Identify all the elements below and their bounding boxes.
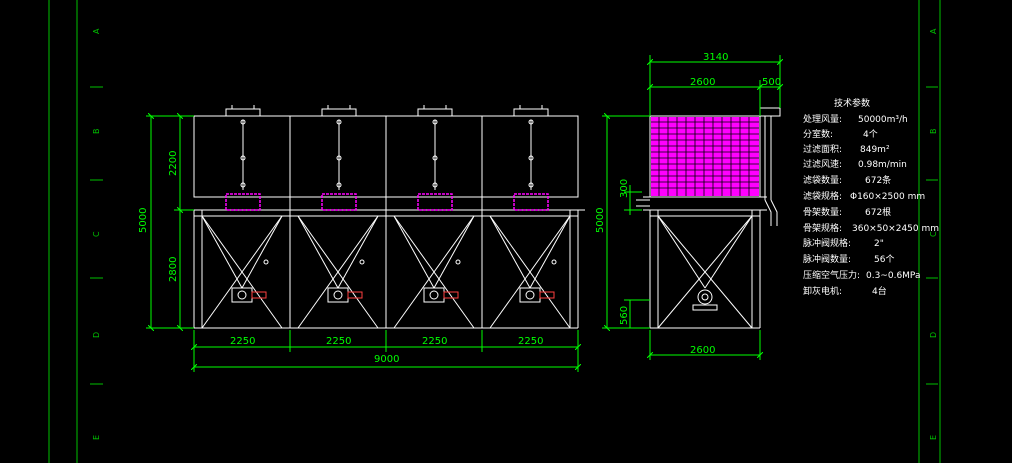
param-value: 0.98m/min	[858, 160, 907, 170]
param-label: 脉冲阀规格:	[803, 237, 851, 249]
dim-side-inlet: 300	[619, 179, 630, 198]
row-letter-a-left: A	[92, 28, 101, 34]
dim-front-total-width: 9000	[374, 354, 399, 365]
dim-front-lower: 2800	[168, 257, 179, 282]
param-label: 压缩空气压力:	[803, 269, 860, 281]
dim-side-top-side: 500	[762, 77, 781, 88]
param-value: Φ160×2500 mm	[850, 192, 925, 202]
dim-side-outlet: 560	[619, 306, 630, 325]
dim-front-upper: 2200	[168, 151, 179, 176]
param-value: 360×50×2450 mm	[852, 224, 939, 234]
row-letter-a-right: A	[929, 28, 938, 34]
frame-row-letters-right: A B C D E	[929, 28, 938, 440]
param-label: 滤袋数量:	[803, 174, 842, 186]
param-label: 分室数:	[803, 128, 833, 140]
dim-side-top-main: 2600	[690, 77, 715, 88]
param-label: 骨架数量:	[803, 206, 842, 218]
param-label: 滤袋规格:	[803, 190, 842, 202]
param-label: 脉冲阀数量:	[803, 253, 851, 265]
dim-side-total-height: 5000	[595, 208, 606, 233]
front-discharge-valves	[231, 259, 557, 303]
frame-row-letters-left: A B C D E	[92, 28, 101, 440]
front-hoppers	[201, 215, 571, 329]
param-value: 672条	[865, 174, 891, 186]
dim-side-top-total: 3140	[703, 52, 728, 63]
row-letter-b-left: B	[92, 129, 101, 135]
param-label: 过滤面积:	[803, 143, 842, 155]
dim-chamber-2: 2250	[326, 336, 351, 347]
front-dimension-labels: 5000 2200 2800 2250 2250 2250 2250 9000	[138, 151, 543, 365]
row-letter-e-left: E	[92, 435, 101, 440]
dim-side-bottom: 2600	[690, 345, 715, 356]
param-value: 0.3~0.6MPa	[866, 271, 920, 281]
row-letter-b-right: B	[929, 129, 938, 135]
side-discharge-valve	[697, 289, 713, 305]
param-label: 骨架规格:	[803, 222, 842, 234]
dim-front-total-height: 5000	[138, 208, 149, 233]
row-letter-c-left: C	[92, 231, 101, 237]
param-value: 2"	[874, 239, 884, 249]
row-letter-d-left: D	[92, 332, 101, 338]
row-letter-c-right: C	[929, 231, 938, 237]
side-dimension-labels: 3140 2600 500 5000 300 560 2600	[595, 52, 781, 356]
front-view	[187, 105, 585, 329]
param-value: 50000m³/h	[858, 115, 908, 125]
param-value: 4个	[863, 129, 878, 140]
dim-chamber-3: 2250	[422, 336, 447, 347]
param-value: 56个	[874, 254, 894, 265]
param-value: 672根	[865, 206, 891, 218]
tech-params-title: 技术参数	[834, 97, 870, 109]
param-label: 卸灰电机:	[803, 285, 842, 297]
tech-params-table: 技术参数 处理风量: 50000m³/h 分室数: 4个 过滤面积: 849m²…	[803, 97, 939, 297]
dim-chamber-1: 2250	[230, 336, 255, 347]
side-view	[636, 107, 781, 329]
param-value: 849m²	[860, 145, 890, 155]
side-dimensions	[602, 55, 780, 360]
dim-chamber-4: 2250	[518, 336, 543, 347]
param-label: 过滤风速:	[803, 158, 842, 170]
front-top-outlets	[225, 105, 549, 117]
row-letter-e-right: E	[929, 435, 938, 440]
side-filter-bags	[651, 117, 759, 196]
front-dimensions	[146, 116, 578, 372]
front-inlet-ports	[225, 193, 549, 211]
front-pulse-pipes	[240, 119, 534, 190]
drawing-frame	[48, 0, 941, 463]
row-letter-d-right: D	[929, 332, 938, 338]
param-label: 处理风量:	[803, 113, 842, 125]
param-value: 4台	[872, 285, 887, 297]
